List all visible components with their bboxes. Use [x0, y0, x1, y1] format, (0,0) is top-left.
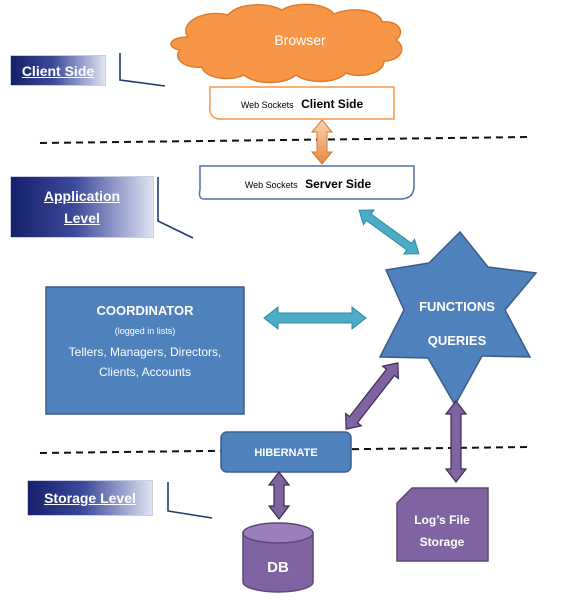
- coordinator-line1: Tellers, Managers, Directors,: [68, 345, 222, 359]
- application-level-text-line1: Application: [43, 188, 121, 204]
- ws-server-box: [198, 165, 415, 200]
- coordinator-text: COORDINATOR (logged in lists) Tellers, M…: [46, 287, 244, 414]
- separator-line-top: [39, 136, 531, 144]
- storage-level-connector: [167, 482, 213, 519]
- client-side-text: Client Side: [21, 62, 95, 79]
- application-level-label: Application Level: [10, 176, 154, 238]
- storage-level-text: Storage Level: [44, 490, 136, 506]
- client-server-arrow: [310, 119, 334, 165]
- functions-log-arrow: [444, 400, 468, 483]
- storage-level-label: Storage Level: [27, 480, 153, 516]
- log-line1-label: Log’s File: [414, 513, 470, 527]
- ws-server-small: Web Sockets: [245, 180, 298, 190]
- ws-server-big: Server Side: [305, 177, 371, 191]
- coordinator-box: [45, 286, 245, 415]
- log-line2-label: Storage: [420, 535, 465, 549]
- server-functions-arrow: [358, 209, 420, 255]
- coordinator-subtitle: (logged in lists): [114, 326, 176, 336]
- coordinator-line2: Clients, Accounts: [98, 365, 192, 379]
- hibernate-label: HIBERNATE: [254, 447, 317, 459]
- hibernate-functions-arrow: [345, 362, 399, 430]
- coordinator-functions-arrow: [263, 305, 367, 331]
- coordinator-title: COORDINATOR: [96, 303, 194, 318]
- functions-queries-star: [378, 230, 538, 407]
- db-cylinder: [242, 522, 314, 593]
- coordinator-body: Tellers, Managers, Directors, Clients, A…: [46, 342, 244, 382]
- browser-cloud: [170, 3, 403, 84]
- client-side-level-label: Client Side: [10, 55, 106, 86]
- ws-client-small: Web Sockets: [241, 100, 294, 110]
- queries-label: QUERIES: [428, 333, 487, 348]
- application-level-text-line2: Level: [64, 210, 100, 226]
- log-storage-document: [396, 487, 489, 562]
- ws-client-label: Web Sockets Client Side: [241, 95, 364, 112]
- browser-label: Browser: [274, 32, 326, 48]
- hibernate-box: [220, 431, 352, 473]
- functions-label: FUNCTIONS: [419, 299, 495, 314]
- application-level-connector: [157, 177, 194, 239]
- ws-client-box: [208, 86, 395, 120]
- ws-server-label: Web Sockets Server Side: [245, 175, 372, 192]
- db-label: DB: [267, 559, 289, 576]
- ws-client-big: Client Side: [301, 97, 363, 111]
- hibernate-db-arrow: [267, 471, 291, 520]
- client-level-connector: [119, 53, 166, 87]
